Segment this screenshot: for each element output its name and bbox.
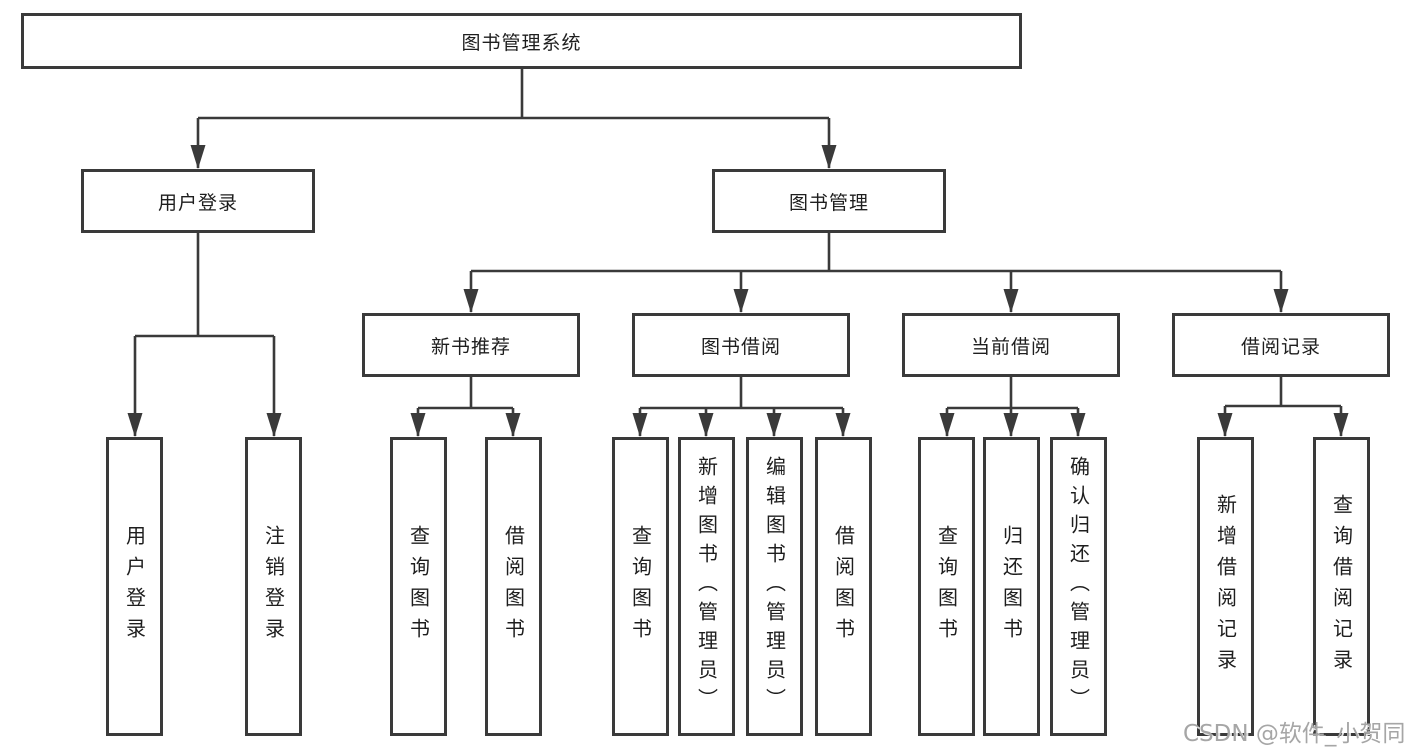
node-label: 借阅记录 [1240, 335, 1321, 358]
leaf-user-login: 用户登录 [106, 437, 163, 736]
node-label: 新增借阅记录 [1213, 493, 1238, 680]
leaf-query-borrow-record: 查询借阅记录 [1313, 437, 1370, 736]
leaf-logout: 注销登录 [245, 437, 302, 736]
node-label: 用户登录 [157, 191, 238, 214]
leaf-query-books-current: 查询图书 [918, 437, 975, 736]
leaf-edit-book-admin: 编辑图书（管理员） [746, 437, 803, 736]
node-label: 图书借阅 [700, 335, 781, 358]
node-label: 借阅图书 [501, 524, 526, 649]
node-label: 编辑图书（管理员） [762, 456, 787, 717]
node-borrowing-records: 借阅记录 [1172, 313, 1390, 377]
node-book-management: 图书管理 [712, 169, 946, 233]
leaf-borrow-books-recommend: 借阅图书 [485, 437, 542, 736]
tree-edges [133, 69, 1343, 436]
arrowhead-icons [127, 145, 1349, 437]
node-label: 图书管理系统 [461, 31, 582, 54]
node-library-management-system: 图书管理系统 [21, 13, 1022, 69]
node-new-book-recommendation: 新书推荐 [362, 313, 580, 377]
node-current-borrowing: 当前借阅 [902, 313, 1120, 377]
node-label: 查询图书 [934, 524, 959, 649]
node-user-login: 用户登录 [81, 169, 315, 233]
leaf-return-books: 归还图书 [983, 437, 1040, 736]
leaf-add-borrow-record: 新增借阅记录 [1197, 437, 1254, 736]
node-label: 借阅图书 [831, 524, 856, 649]
node-label: 确认归还（管理员） [1066, 456, 1091, 717]
csdn-watermark: CSDN @软件_小贺同学 [1183, 721, 1405, 747]
leaf-query-books-borrowing: 查询图书 [612, 437, 669, 736]
leaf-add-book-admin: 新增图书（管理员） [678, 437, 735, 736]
node-label: 查询图书 [628, 524, 653, 649]
leaf-confirm-return-admin: 确认归还（管理员） [1050, 437, 1107, 736]
node-label: 图书管理 [788, 191, 869, 214]
node-label: 新书推荐 [430, 335, 511, 358]
node-label: 当前借阅 [970, 335, 1051, 358]
leaf-query-books-recommend: 查询图书 [390, 437, 447, 736]
node-label: 用户登录 [122, 524, 147, 649]
node-label: 归还图书 [999, 524, 1024, 649]
node-book-borrowing: 图书借阅 [632, 313, 850, 377]
node-label: 查询借阅记录 [1329, 493, 1354, 680]
node-label: 注销登录 [261, 524, 286, 649]
node-label: 查询图书 [406, 524, 431, 649]
node-label: 新增图书（管理员） [694, 456, 719, 717]
leaf-borrow-books-borrowing: 借阅图书 [815, 437, 872, 736]
